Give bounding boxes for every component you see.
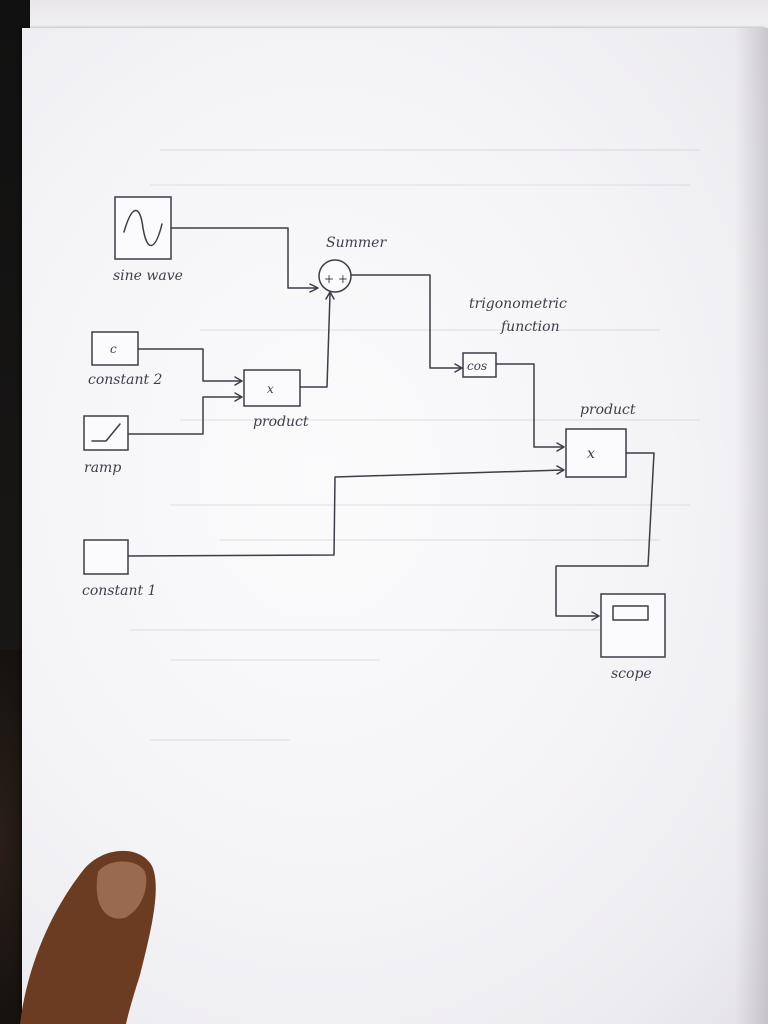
arrowhead: [234, 376, 243, 386]
arrowhead: [556, 465, 565, 475]
ramp-icon: [91, 423, 121, 442]
product-2-label: product: [580, 402, 636, 418]
arrowhead: [591, 611, 600, 621]
line-ramp-to-product1: [127, 396, 242, 435]
sine-wave-block: sine wave: [113, 196, 183, 284]
product-1-symbol: x: [267, 382, 274, 396]
summer-label: Summer: [326, 235, 387, 251]
sine-wave-label: sine wave: [113, 268, 183, 284]
constant-2-block: c constant 2: [88, 331, 163, 388]
trig-function-label-line2: function: [500, 319, 560, 335]
trig-function-block: cos trigonometric function: [462, 296, 567, 378]
arrowhead: [309, 283, 319, 293]
paper-sheet-behind: [30, 0, 768, 30]
scope-label: scope: [611, 666, 652, 682]
ramp-label: ramp: [84, 460, 121, 476]
summer-signs: + +: [324, 272, 348, 286]
arrowhead: [234, 392, 243, 402]
line-product1-to-summer: [299, 293, 331, 388]
product-2-block: x product: [565, 402, 636, 478]
line-sine-to-summer: [170, 227, 317, 289]
arrowhead: [325, 291, 335, 300]
scope-screen-icon: [612, 605, 649, 621]
ramp-block: ramp: [83, 415, 129, 476]
trig-function-symbol: cos: [467, 359, 487, 373]
constant-1-block: constant 1: [82, 539, 156, 599]
constant-2-label: constant 2: [88, 372, 163, 388]
line-constant1-to-product2: [127, 469, 564, 557]
signal-lines: [127, 227, 655, 621]
line-product2-to-scope: [555, 452, 655, 617]
summer-block: + + Summer: [318, 235, 387, 293]
scope-block: scope: [600, 593, 666, 682]
product-2-symbol: x: [587, 446, 595, 462]
arrowhead: [454, 363, 463, 373]
product-1-label: product: [253, 414, 309, 430]
constant-2-symbol: c: [110, 342, 117, 356]
product-1-block: x product: [243, 369, 309, 430]
paper-edge-shadow: [735, 28, 768, 1024]
line-cos-to-product2: [495, 363, 564, 448]
trig-function-label-line1: trigonometric: [469, 296, 567, 312]
line-constant2-to-product1: [137, 348, 242, 382]
line-summer-to-cos: [350, 274, 462, 369]
arrowhead: [556, 442, 565, 452]
sine-wave-icon: [123, 209, 163, 247]
constant-1-label: constant 1: [82, 583, 156, 599]
